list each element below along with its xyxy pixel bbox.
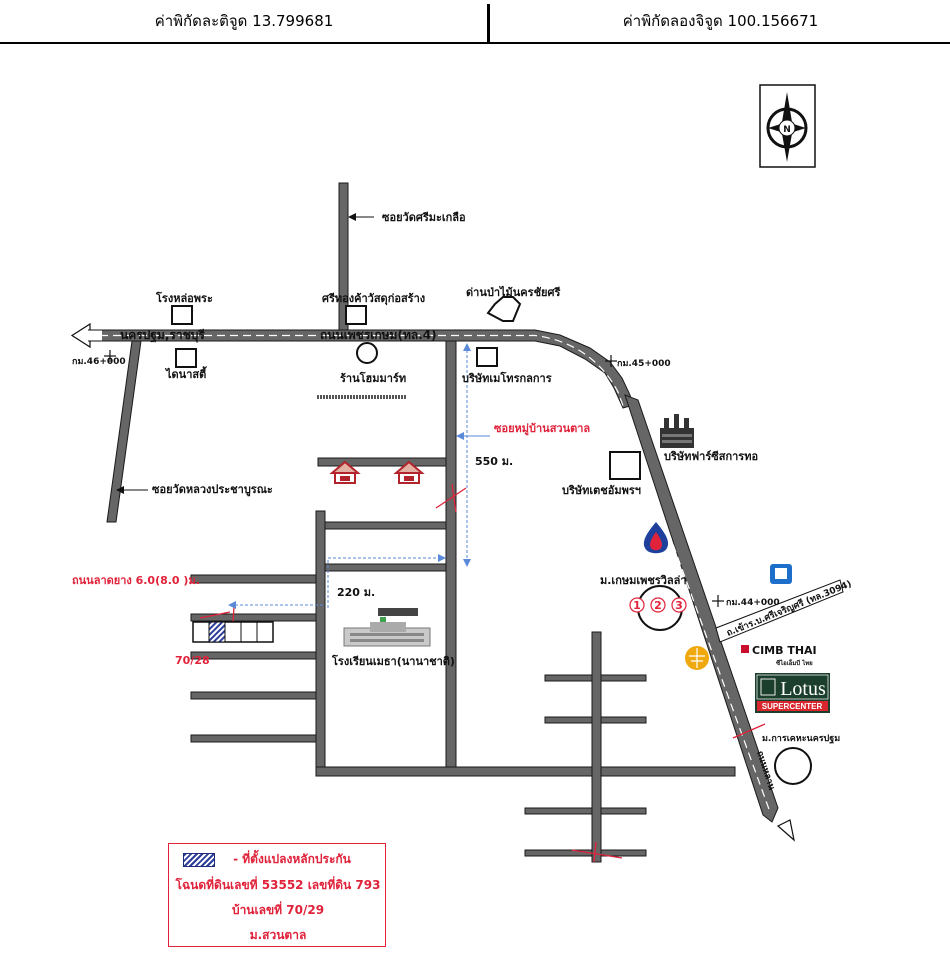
crossing-marks <box>199 483 766 863</box>
legend-house-number: บ้านเลขที่ 70/29 <box>231 903 325 917</box>
school-building-icon <box>343 608 431 647</box>
main-road-arrow <box>70 322 102 349</box>
building-markers <box>171 296 812 785</box>
latitude-label: ค่าพิกัดละติจูด 13.799681 <box>154 12 334 30</box>
km-marker-icons <box>104 350 724 607</box>
label-house-number: 70/28 <box>175 654 210 667</box>
label-place-3: ศรีทองค้าวัสดุก่อสร้าง <box>322 292 425 306</box>
right-branch-road <box>715 579 844 643</box>
house-icon <box>393 460 425 484</box>
header-divider <box>487 4 490 42</box>
square-icon <box>345 305 367 325</box>
side-road-houses <box>317 457 447 467</box>
label-soi-village: ซอยหมู่บ้านสวนตาล <box>494 422 590 436</box>
fuel-station-icon <box>643 522 669 554</box>
circle-icon <box>774 747 812 785</box>
legend-marker-text: - ที่ตั้งแปลงหลักประกัน <box>233 852 351 866</box>
cimb-sub: ซีไอเอ็มบี ไทย <box>776 658 813 667</box>
label-right-branch-road: ถ.เข้าร.บ.ศรีเจริญศรี (ทล.3094) <box>725 578 853 638</box>
highway-diagonal <box>624 394 779 823</box>
collateral-plot <box>208 621 226 643</box>
compass-icon: N <box>759 84 816 168</box>
circle-number-2: 2 <box>654 599 662 612</box>
label-place-8: บริษัทเตชอัมพรฯ <box>562 484 641 497</box>
circle-number-3: 3 <box>675 599 683 612</box>
label-place-7: บริษัทฟาร์ซีสการทอ <box>664 450 758 463</box>
square-icon <box>476 347 498 367</box>
soi-village-road <box>445 340 457 777</box>
circle-numbers <box>629 597 687 613</box>
square-icon <box>175 348 197 368</box>
coordinate-header: ค่าพิกัดละติจูด 13.799681 ค่าพิกัดลองจิจ… <box>0 0 950 44</box>
label-place-1: โรงหล่อพระ <box>155 291 213 305</box>
lotus-name: Lotus <box>780 678 826 700</box>
house-icons <box>329 460 425 484</box>
label-place-6: บริษัทเมโทรกลการ <box>462 371 552 385</box>
road-centerlines <box>100 334 771 813</box>
label-soi-top: ซอยวัดศรีมะเกลือ <box>382 211 466 224</box>
square-icon <box>171 305 193 325</box>
label-km45: กม.45+000 <box>617 359 671 369</box>
cimb-logo <box>741 645 749 653</box>
hexagon-icon <box>486 296 522 322</box>
label-place-5: ด่านป่าไม้นครชัยศรี <box>466 285 560 299</box>
circle-number-1: 1 <box>633 599 641 612</box>
cimb-name: CIMB THAI <box>752 644 817 657</box>
label-road-lat-yang: ถนนลาดยาง 6.0(8.0 )ม. <box>72 574 200 587</box>
factory-icon <box>660 414 694 448</box>
label-distance-220: 220 ม. <box>337 586 375 599</box>
bottom-horizontal-road <box>315 766 736 777</box>
label-place-4: ร้านโฮมมาร์ท <box>340 371 406 385</box>
circle-icon <box>356 342 378 364</box>
collateral-plots <box>192 621 274 643</box>
bank-icon <box>770 564 792 584</box>
label-distance-550: 550 ม. <box>475 455 513 468</box>
soi-left-road <box>106 340 142 523</box>
label-place-11: ม.การเคหะนครปฐม <box>762 733 840 744</box>
lotus-logo <box>755 673 830 713</box>
house-icon <box>329 460 361 484</box>
legend-box: - ที่ตั้งแปลงหลักประกัน โฉนดที่ดินเลขที่… <box>168 843 386 947</box>
label-place-9: ม.เกษมเพชรวิลล่า <box>600 574 687 587</box>
compass-letter: N <box>783 125 791 135</box>
lotus-sub: SUPERCENTER <box>762 702 823 711</box>
krungsri-icon <box>685 646 709 670</box>
label-place-2: ไดนาสตี้ <box>164 366 207 381</box>
highway-arrow <box>776 819 795 842</box>
soi-top-road <box>338 182 349 331</box>
collateral-swatch-icon <box>183 853 215 867</box>
label-soi-left: ซอยวัดหลวงประชาบูรณะ <box>152 483 273 497</box>
label-direction-left: นครปฐม,ราชบุรี <box>120 328 205 343</box>
road-network <box>84 182 779 863</box>
label-place-10: โรงเรียนเมธา(นานาชาติ) <box>331 654 455 668</box>
main-road <box>84 329 634 409</box>
legend-title-deed: โฉนดที่ดินเลขที่ 53552 เลขที่ดิน 793 <box>175 878 381 892</box>
label-km44: กม.44+000 <box>726 598 780 608</box>
label-main-road: ถนนเพชรเกษม(ทล.4) <box>320 328 437 342</box>
inner-vertical-road <box>315 510 326 777</box>
square-icon <box>609 451 641 480</box>
legend-village: ม.สวนตาล <box>249 928 307 942</box>
longitude-label: ค่าพิกัดลองจิจูด 100.156671 <box>622 12 819 30</box>
label-km46: กม.46+000 <box>72 357 126 367</box>
distance-guides <box>228 343 471 609</box>
